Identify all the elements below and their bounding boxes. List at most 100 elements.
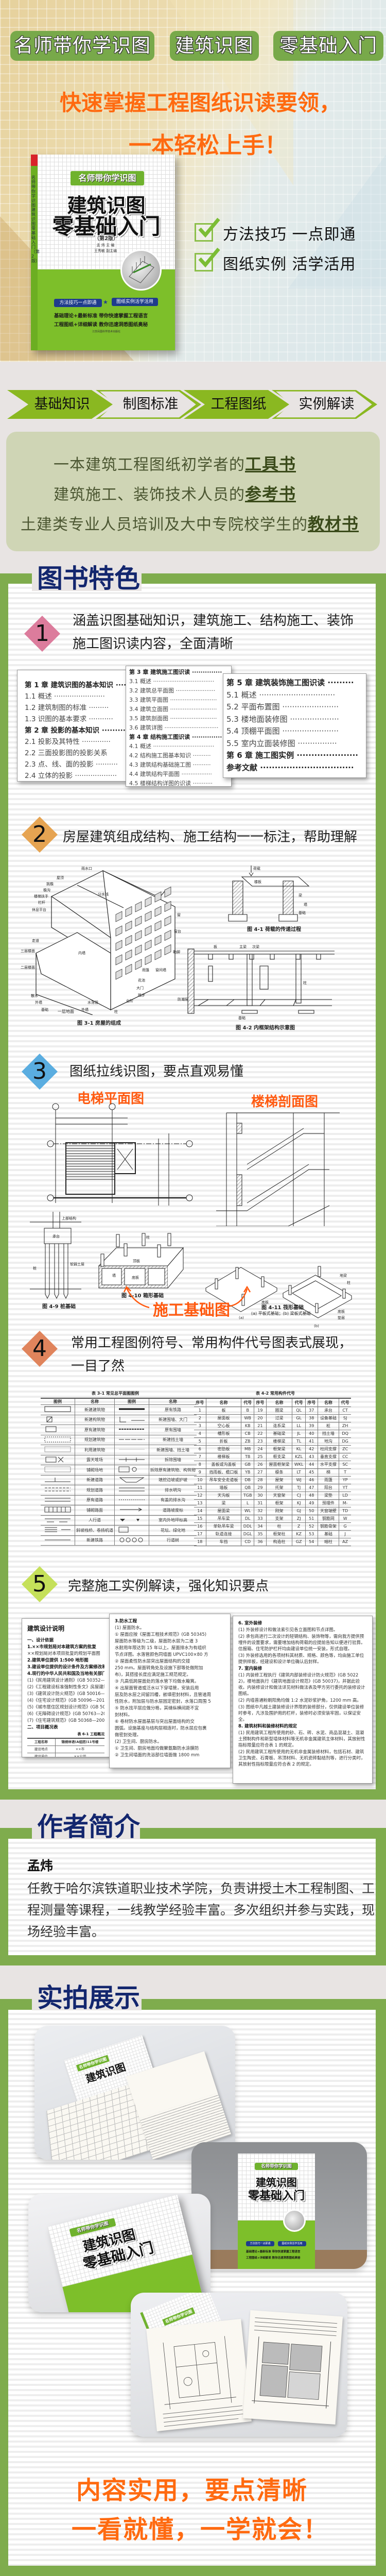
table-cell: 53 (305, 1530, 318, 1538)
table-cell: 7 (194, 1453, 206, 1461)
table-cell: 17 (194, 1530, 206, 1538)
checkbox-icon (195, 247, 220, 272)
table-cell: CD (241, 1538, 254, 1546)
table-cell: LL (292, 1422, 306, 1430)
figure-pile-foundation: 上部结构 承台 桩 软弱土层 (30, 1212, 84, 1299)
table-cell: 挡雨板、檐口板 (205, 1468, 241, 1477)
table-cell: B (241, 1406, 254, 1415)
table-cell: 11 (194, 1484, 206, 1492)
cover-photo-circle (283, 2209, 306, 2232)
author-panel (8, 1839, 376, 1955)
table-cell: 37 (305, 1406, 318, 1415)
table-cell: 6 (194, 1445, 206, 1453)
table-cell: 1 (194, 1406, 206, 1415)
table-cell: 10 (194, 1476, 206, 1484)
intro-line-tool-book: 一本建筑工程图纸初学者的工具书 (54, 451, 296, 475)
doc-page-decoration: 6. 室外装修 (1) 外装修设计和做法索引见各立面图和节点详图。 (2) 承包… (233, 1616, 373, 1784)
table-cell: 4 (194, 1430, 206, 1438)
toc-section: 2.2 三面投影图的投影关系 (25, 749, 108, 757)
legend-name: 原有建筑物 (75, 1425, 115, 1435)
tab-label: 制图标准 (122, 396, 179, 412)
doc-title: 建筑设计说明 (27, 1625, 65, 1632)
table-cell: 梁垫 (317, 1492, 339, 1500)
legend-name: 行道树 (149, 1535, 197, 1546)
legend-symbol-icon (41, 1535, 75, 1546)
doc-line: 6. 室外装修 (238, 1621, 262, 1626)
feature-5-line-1: 完整施工实例解读，强化知识要点 (68, 1579, 269, 1594)
table-cell: CJ (292, 1492, 306, 1500)
table-cell: 折板 (205, 1437, 241, 1446)
label: 墙 (304, 902, 307, 907)
cover-edition: （第2版） (94, 236, 118, 242)
doc-line: 4.现行的中华人民共和国及当地有关部门颁布 (27, 1671, 104, 1676)
doc-line: (1) 外装修设计和做法索引见各立面图和节点详图。 (238, 1628, 338, 1633)
table-cell: 吊车梁 (205, 1515, 241, 1523)
cover-selling-line-2: 工程图纸+详细解读 教你迅速洞悉图纸奥秘 (246, 2257, 301, 2260)
book-page-floor-plan (242, 2310, 343, 2425)
header-cell: 名称 (266, 1398, 292, 1407)
toc-section: 3.3 建筑平面图 ·························· (129, 697, 217, 703)
cover-author-deputy: 王秀敏 副主编 (94, 249, 117, 253)
doc-line: 250 mm。屋面转角处及设施下部等处做附加 (115, 1666, 203, 1671)
doc-line: 水耐用年限达到 15 年以上。屋面排水为有组织 (115, 1646, 206, 1651)
toc-chapter: 第 1 章 建筑识图的基本知识 ····· (25, 681, 127, 689)
table-cell: 18 (194, 1538, 206, 1546)
tab-drawing-standard[interactable]: 制图标准 (96, 390, 201, 419)
doc-line: 2.建筑单位提供 1:500 地形图 (27, 1658, 89, 1663)
table-cell: 22 (254, 1430, 267, 1438)
table-cell: 3 (194, 1422, 206, 1430)
table-cell: 12 (194, 1492, 206, 1500)
headline-line-2: 一本轻松上手！ (129, 132, 287, 159)
cover-selling-line-1: 基础理论+最新标准 带你快速掌握工程语言 (54, 313, 148, 319)
label: 基础 (299, 910, 306, 915)
label: 水落管 (87, 1000, 98, 1005)
table-cell: 承台 (317, 1406, 339, 1415)
table-cell: DQ (339, 1430, 351, 1438)
intro-emphasis: 教材书 (308, 514, 359, 534)
label: 柱 (303, 980, 307, 985)
legend-symbol-icon (114, 1404, 149, 1415)
header-cell: 代号 (241, 1398, 254, 1407)
doc-line: 布)，其搭接长度应满足施工规范规定。 (115, 1672, 191, 1677)
label: 次梁 (252, 944, 259, 949)
book-spine (31, 155, 38, 350)
table-cell: 30 (254, 1492, 267, 1500)
intro-line-textbook: 土建类专业人员培训及大中专院校学生的教材书 (21, 511, 359, 535)
label: 散水 (31, 993, 38, 998)
table-cell: 屋面梁 (205, 1507, 241, 1515)
toc-section: 2.3 点、线、面的投影 ·········· (25, 760, 118, 769)
table-cell: 天窗架 (266, 1492, 292, 1500)
tab-basic-knowledge[interactable]: 基础知识 (7, 390, 113, 419)
table-cell: M- (339, 1499, 351, 1507)
table-cell: ××市 (55, 1745, 104, 1753)
cover-series-label: 名师带你学识图 (162, 2307, 196, 2326)
table-cell: GL (292, 1414, 306, 1422)
table-cell: SC (339, 1461, 351, 1469)
author-bio-line-3: 场经验丰富。 (27, 1924, 105, 1939)
table-row: 规划道路排水明沟 (41, 1485, 197, 1496)
table-cell: 屋面板 (205, 1414, 241, 1422)
table-cell: JL (292, 1430, 306, 1438)
table-cell: 51 (305, 1515, 318, 1523)
label: 梁 (299, 893, 302, 897)
label: 一层地面 (58, 1009, 74, 1014)
table-cell: 锦绣林语(A组团)11号楼 (55, 1738, 104, 1746)
table-cell: L (241, 1499, 254, 1507)
headline-line-1: 快速掌握工程图纸识读要领， (60, 90, 341, 115)
toc-chapter: 第 5 章 建筑装饰施工图识读 ········· (226, 678, 354, 687)
table-cell: T (339, 1468, 351, 1477)
tab-engineering-drawing[interactable]: 工程图纸 (184, 390, 289, 419)
tab-example-reading[interactable]: 实例解读 (272, 390, 377, 419)
table-cell: GB (241, 1461, 254, 1469)
label: 外墙 (81, 1007, 89, 1012)
table-cell: W (339, 1515, 351, 1523)
table-row: 新建道路填挖边坡或护坡 (41, 1475, 197, 1485)
label: 二层楼面 (21, 965, 35, 970)
table-cell: MB (241, 1445, 254, 1453)
cover-badge-example: 图纸实例活学活用 (278, 2241, 306, 2246)
legend-symbol-icon (114, 1535, 149, 1546)
